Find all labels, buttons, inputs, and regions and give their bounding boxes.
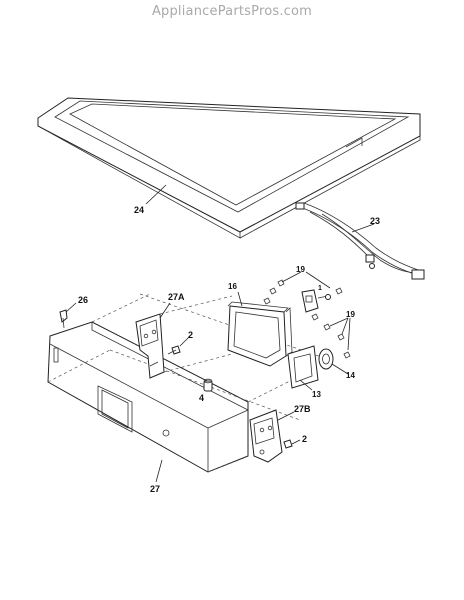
callout-knob-bezel-13: 13 <box>312 390 321 399</box>
callout-screws-19-upper: 19 <box>296 265 305 274</box>
knob-part <box>318 348 334 370</box>
screw-part-2-left <box>167 345 181 355</box>
callout-control-board-16: 16 <box>228 282 237 291</box>
callout-screw-26: 26 <box>78 295 88 305</box>
screw-part-26 <box>59 309 68 329</box>
bracket-left-part <box>135 295 233 379</box>
knob-bezel-part <box>287 345 319 389</box>
callout-screws-19-right: 19 <box>346 310 355 319</box>
callout-top-lid: 24 <box>134 205 144 215</box>
callout-screw-2-left: 2 <box>188 330 193 340</box>
top-lid-part <box>37 97 421 239</box>
wire-harness-part <box>295 202 425 280</box>
callout-bushing-4: 4 <box>199 393 204 403</box>
callout-switch-1: 1 <box>318 285 322 292</box>
callout-bracket-27a: 27A <box>168 292 185 302</box>
callout-screw-2-right: 2 <box>302 434 307 444</box>
callout-bracket-27b: 27B <box>294 404 311 414</box>
bracket-right-part <box>249 409 283 463</box>
watermark: AppliancePartsPros.com <box>151 4 313 19</box>
screw-part-2-right <box>283 439 293 449</box>
control-board-part <box>227 301 293 367</box>
callout-knob-14: 14 <box>346 371 355 380</box>
screws-right-part-19 <box>311 313 351 359</box>
switch-part <box>301 289 331 313</box>
callout-wire-harness: 23 <box>370 216 380 226</box>
bushing-part <box>203 378 213 392</box>
callout-console-panel: 27 <box>150 484 160 494</box>
screws-upper-part-19 <box>263 279 343 305</box>
